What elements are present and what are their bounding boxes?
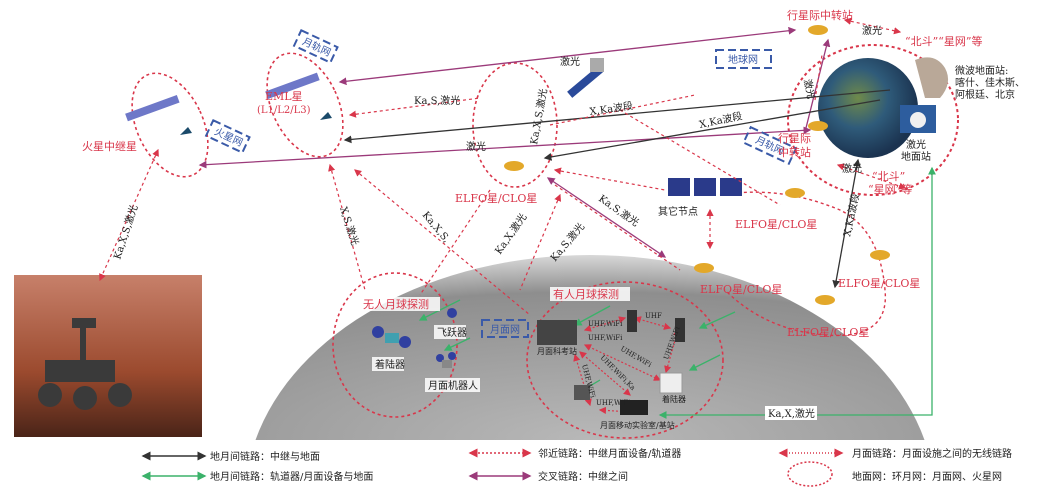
earth-network-ellipse (787, 44, 959, 196)
robot-label: 月面机器人 (428, 379, 478, 392)
link-label-ka-s-laser-2: Ka,S,激光 (596, 192, 641, 229)
mars-relay-ellipse (131, 72, 209, 178)
link-label-ka-x-s-laser-elfo: Ka,X,S,激光 (527, 88, 550, 146)
mars-relay-label: 火星中继星 (82, 140, 137, 153)
manned-label: 有人月球探测 (553, 287, 619, 301)
laser-station-label-1: 激光 (906, 138, 926, 151)
lunar-orbit-net-box-2 (742, 125, 798, 166)
eml-points-label: (L1/L2/L3) (257, 105, 311, 116)
link-label-ka-x-laser: Ka,X,激光 (492, 211, 530, 257)
proximity-links (99, 17, 907, 316)
mars-rover-icon (38, 318, 132, 410)
link-label-x-s-laser: X,S,激光 (337, 205, 362, 247)
uhf-label: UHF (645, 312, 662, 320)
elfo-label-1: ELFO星/CLO星 (455, 192, 537, 205)
laser-station-label-2: 地面站 (901, 150, 931, 163)
other-nodes-icon (668, 178, 742, 196)
lander-label-1: 着陆器 (375, 358, 405, 371)
lander-label-2: 着陆器 (662, 394, 686, 404)
eml-satellite-icon (265, 72, 332, 120)
interplanetary-relay-label-2a: 行星际 (778, 132, 811, 145)
microwave-station-label: 微波地面站: (955, 64, 1008, 77)
elfo-label-3: ELFO星/CLO星 (700, 283, 782, 296)
elfo-label-5: ELFO星/CLO星 (787, 326, 869, 339)
lunar-robot-icon (436, 352, 456, 368)
link-label-laser-top: 激光 (560, 55, 580, 68)
microwave-antenna-icon (915, 57, 949, 98)
link-label-ka-s-laser-top: Ka,S,激光 (414, 94, 460, 107)
astronaut-icon (627, 310, 637, 332)
lander-image (659, 372, 683, 394)
cross-links (198, 26, 831, 258)
mars-relay-satellite-icon (125, 94, 192, 135)
uhf-label: UHF,WiFi (588, 320, 623, 328)
link-label-x-ka-3: X,Ka波段 (840, 192, 862, 237)
lunar-surface-net-label: 月面网 (490, 324, 520, 336)
interplanetary-relay-label-1: 行星际中转站 (787, 8, 853, 22)
link-label-ground: Ka,X,激光 (768, 407, 815, 420)
hopper-label: 飞跃器 (437, 327, 467, 339)
uhf-label: UHF,WiFi (588, 334, 623, 342)
legend-label: 地面网：环月网：月面网、火星网 (852, 470, 1002, 483)
legend-label: 地月间链路：轨道器/月面设备与地面 (210, 470, 373, 483)
mobile-lab-label: 月面移动实验室/基站 (600, 420, 675, 430)
uhf-label: UHF,WiFi (596, 399, 631, 407)
mars-rover-image (14, 275, 202, 437)
beidou-label-2a: “北斗” (872, 170, 905, 183)
hopper-icon (447, 308, 457, 318)
mobile-lab-image (620, 400, 648, 415)
eml-label: EML星 (265, 90, 303, 103)
legend-label: 地月间链路：中继与地面 (210, 450, 320, 463)
elfo-label-4: ELFO星/CLO星 (838, 277, 920, 290)
legend: 地月间链路：中继与地面 邻近链路：中继月面设备/轨道器 月面链路：月面设施之间的… (141, 447, 1012, 487)
link-label-laser-earth-top: 激光 (862, 24, 882, 37)
earth-globe (818, 58, 918, 158)
link-label-mars: Ka,X,S,激光 (110, 203, 140, 261)
other-nodes-label: 其它节点 (658, 205, 698, 218)
radome-icon (910, 112, 926, 128)
microwave-station-list-2: 阿根廷、北京 (955, 88, 1015, 101)
lunar-surface-net-box (481, 319, 529, 338)
lunar-orbit-net-box-1 (292, 28, 339, 64)
mars-net-box (204, 118, 251, 154)
beidou-label-2b: “星网”等 (868, 182, 912, 196)
link-label-laser-mid: 激光 (466, 140, 486, 153)
interplanetary-relay-label-2b: 中转站 (778, 145, 811, 159)
rover-image (574, 385, 590, 400)
unmanned-ellipse (332, 272, 458, 418)
astronaut-icon (675, 318, 685, 342)
beidou-label-1: “北斗”“星网”等 (905, 34, 983, 48)
earth-net-box (715, 49, 772, 69)
link-label-laser-earth-low: 激光 (842, 162, 862, 175)
elfo-label-2: ELFO星/CLO星 (735, 218, 817, 231)
lander-unmanned-icon (372, 326, 411, 348)
legend-label: 月面链路：月面设施之间的无线链路 (852, 447, 1012, 460)
legend-label: 邻近链路：中继月面设备/轨道器 (538, 447, 681, 460)
research-station-image (537, 320, 577, 345)
microwave-station-list-1: 喀什、佳木斯、 (955, 76, 1025, 89)
earth-net-label: 地球网 (728, 53, 758, 66)
research-station-label: 月面科考站 (537, 346, 577, 356)
unmanned-label: 无人月球探测 (363, 297, 429, 311)
legend-label: 交叉链路：中继之间 (538, 470, 628, 483)
link-label-laser-earth-vert: 激光 (801, 78, 818, 100)
